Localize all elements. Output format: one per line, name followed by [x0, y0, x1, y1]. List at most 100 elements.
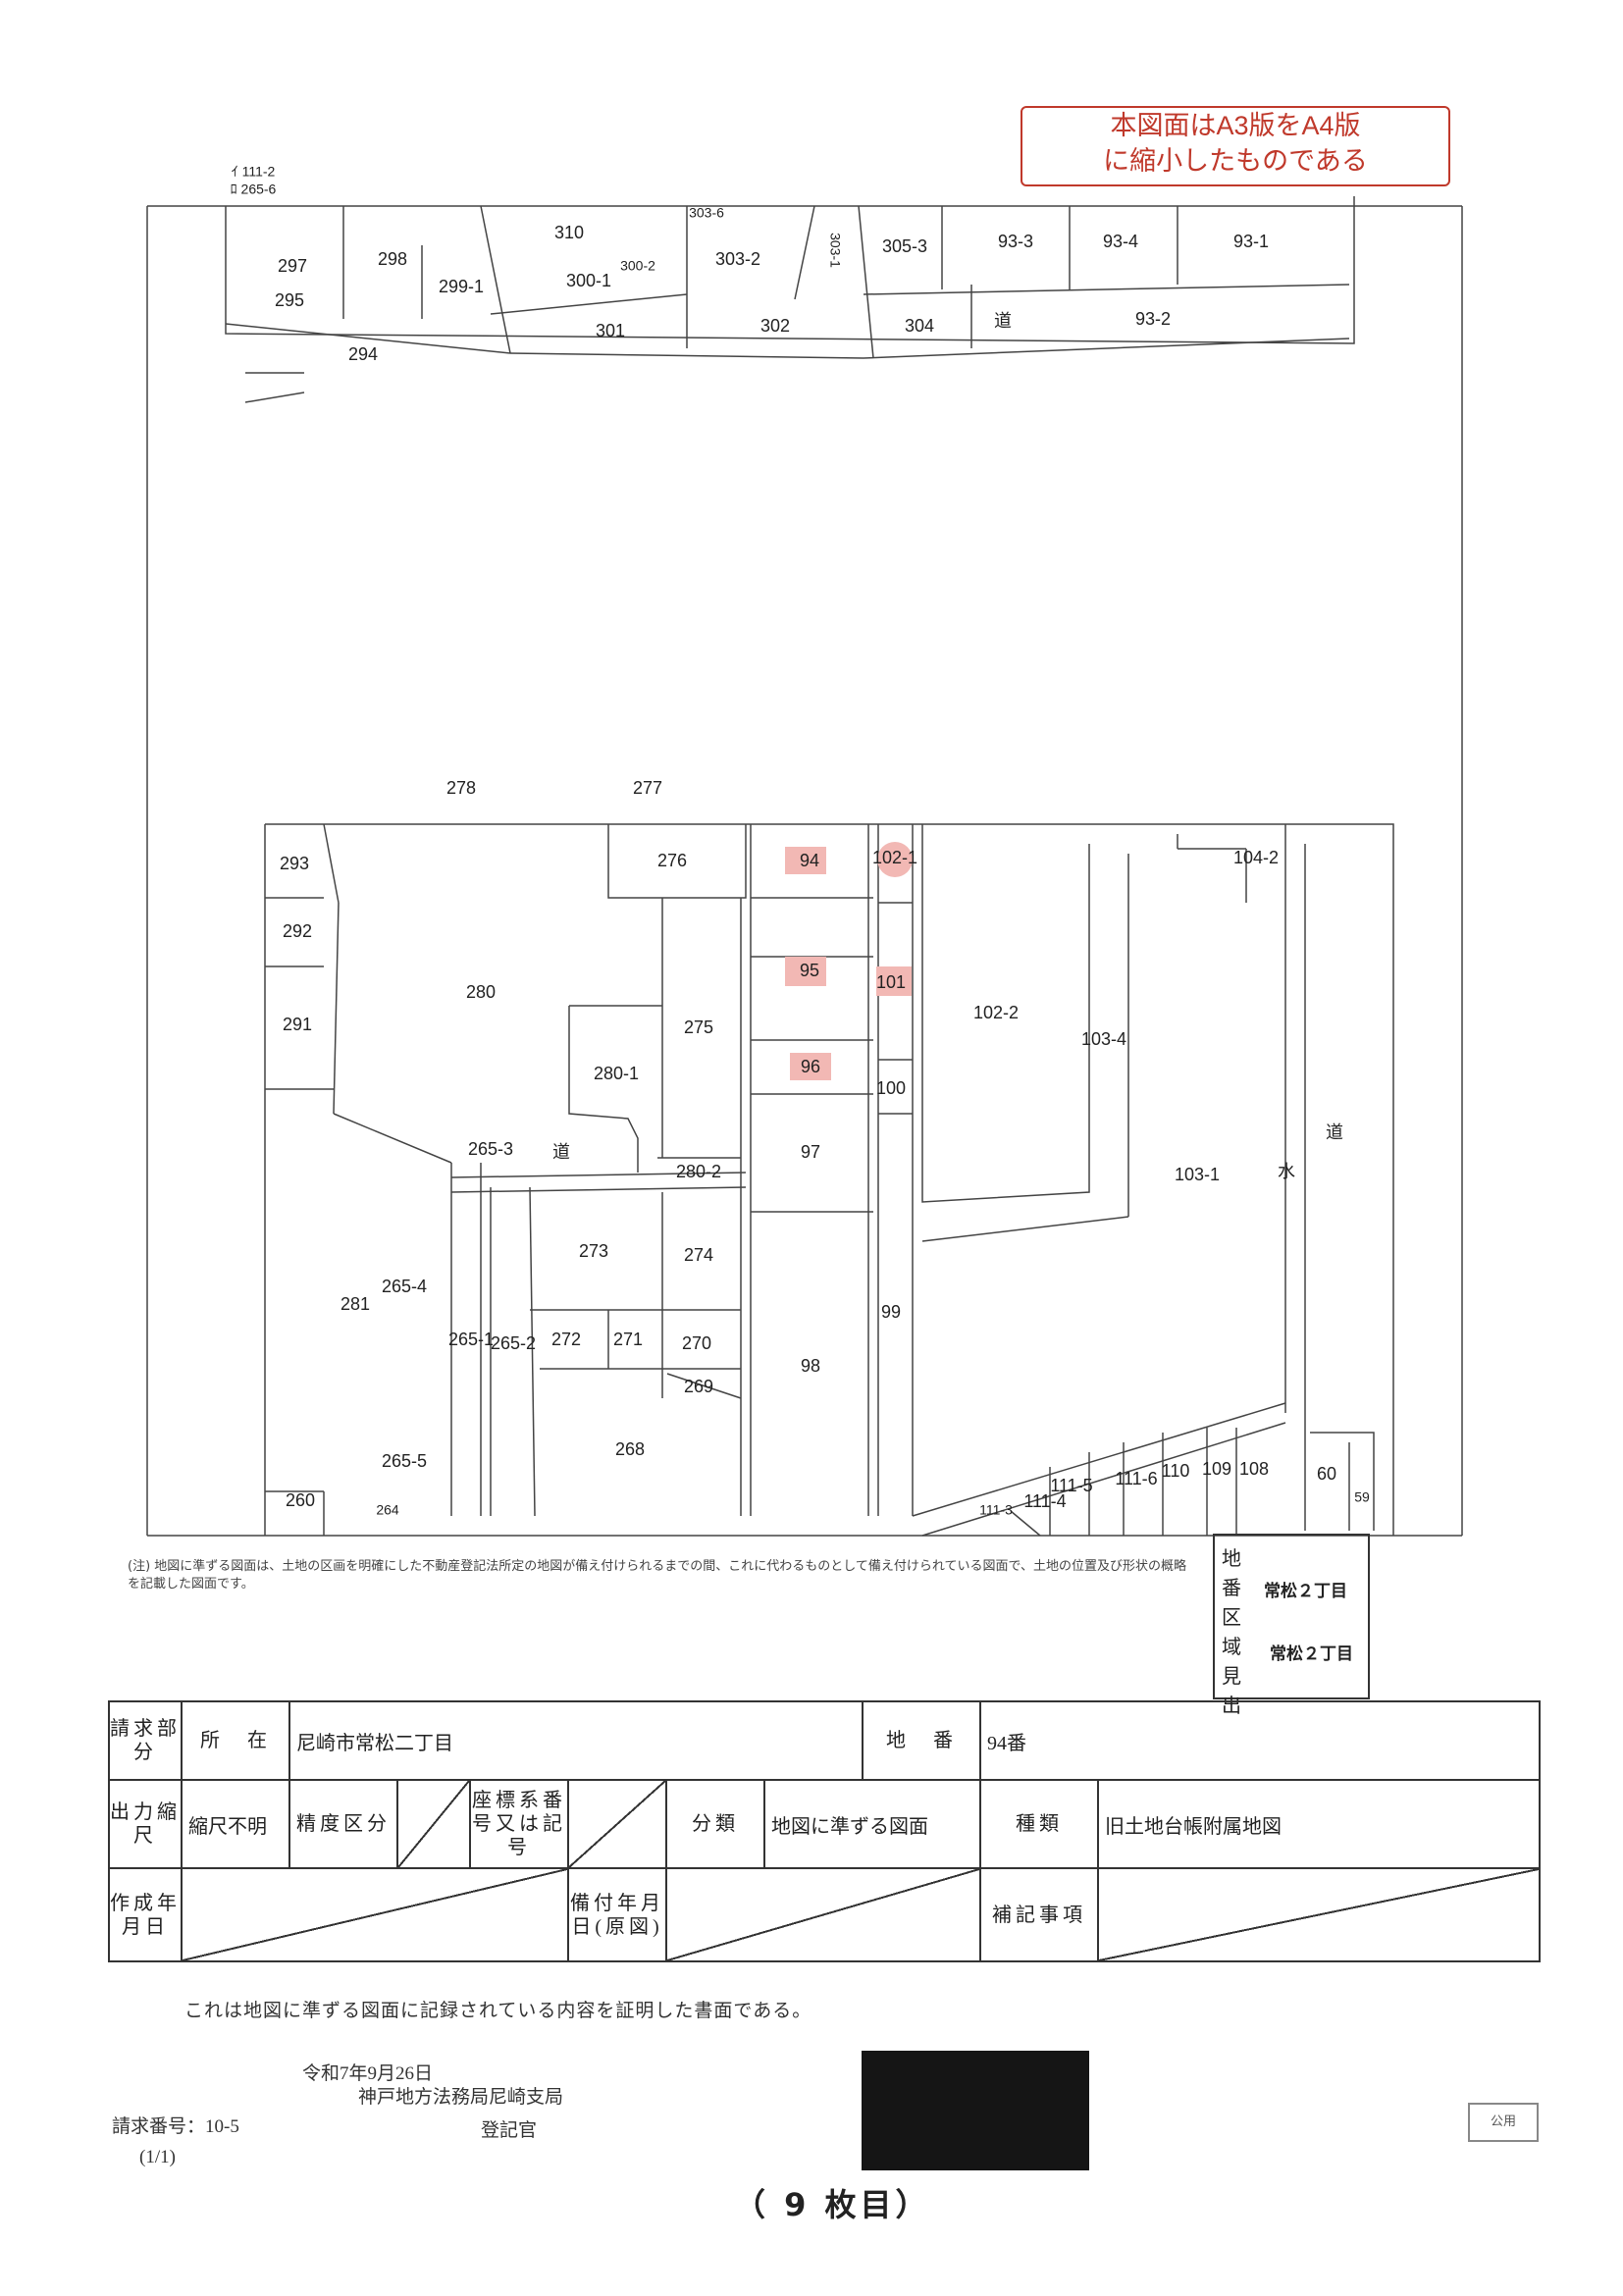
top-label: 278 [446, 778, 476, 798]
scale-value: 縮尺不明 [181, 1779, 290, 1869]
map-note: (注) 地図に準ずる図面は、土地の区画を明確にした不動産登記法所定の地図が備え付… [128, 1559, 1186, 1592]
parcel-label: 276 [657, 851, 687, 870]
main-block-outline [265, 823, 1394, 1536]
lot-label: 地 番 [862, 1700, 981, 1781]
side-note-2: ﾛ 265-6 [231, 182, 277, 197]
road-label: 道 [1326, 1122, 1343, 1142]
parcel-label: 265-2 [491, 1333, 536, 1353]
parcel-label: 98 [801, 1356, 820, 1376]
road-label: 道 [552, 1142, 570, 1162]
parcel-label: 303-6 [689, 205, 724, 221]
parcel-label: 298 [378, 249, 407, 269]
parcel-label: 99 [881, 1302, 901, 1322]
parcel-label: 272 [551, 1330, 581, 1349]
official-use-stamp: 公用 [1468, 2103, 1539, 2142]
parcel-label: 294 [348, 344, 378, 364]
parcel-label: 93-3 [998, 232, 1033, 251]
water-label: 水 [1278, 1162, 1295, 1181]
class-label: 分類 [665, 1779, 765, 1869]
parcel-label: 108 [1239, 1459, 1269, 1479]
reduction-notice: 本図面はA3版をA4版 に縮小したものである [1021, 106, 1450, 186]
parcel-label: 264 [376, 1502, 399, 1518]
parcel-label: 102-1 [872, 848, 917, 867]
parcel-map-svg: ｲ 111-2 ﾛ 265-6 297 298 299-1 295 294 31… [146, 164, 1463, 1537]
parcel-label: 101 [876, 972, 906, 992]
created-blank [181, 1867, 569, 1962]
remarks-blank [1097, 1867, 1541, 1962]
parcel-label: 93-1 [1233, 232, 1269, 251]
highlight-96 [790, 1053, 831, 1080]
highlight-102-1 [877, 842, 913, 877]
remarks-label: 補記事項 [979, 1867, 1099, 1962]
parcel-label: 60 [1317, 1464, 1336, 1484]
certificate-form: 請求部分 所 在 尼崎市常松二丁目 地 番 94番 出力縮尺 縮尺不明 精度区分… [108, 1700, 1541, 1962]
parcel-label: 102-2 [973, 1003, 1019, 1022]
parcel-label: 274 [684, 1245, 713, 1265]
parcel-label: 269 [684, 1377, 713, 1396]
req-label: 請求部分 [108, 1700, 183, 1781]
redacted-seal [862, 2051, 1089, 2170]
parcel-label: 265-5 [382, 1451, 427, 1471]
parcel-label: 300-2 [620, 258, 655, 274]
parcel-label: 300-1 [566, 271, 611, 290]
parcel-map: ｲ 111-2 ﾛ 265-6 297 298 299-1 295 294 31… [146, 164, 1463, 1537]
type-value: 旧土地台帳附属地図 [1097, 1779, 1541, 1869]
filed-blank [665, 1867, 981, 1962]
coord-label: 座標系番号又は記号 [469, 1779, 569, 1869]
parcel-label: 299-1 [439, 277, 484, 296]
area-legend: 地番区域見出 常松２丁目 常松２丁目 [1213, 1534, 1370, 1717]
parcel-label: 96 [801, 1057, 820, 1076]
registrar-label: 登記官 [481, 2120, 538, 2141]
certification-text: これは地図に準ずる図面に記録されている内容を証明した書面である。 [184, 2000, 812, 2021]
parcel-label: 292 [283, 921, 312, 941]
parcel-label: 301 [596, 321, 625, 340]
coord-blank [567, 1779, 667, 1869]
parcel-label: 302 [760, 316, 790, 336]
parcel-label: 97 [801, 1142, 820, 1162]
scale-label: 出力縮尺 [108, 1779, 183, 1869]
parcel-label: 270 [682, 1333, 711, 1353]
issuing-office: 神戸地方法務局尼崎支局 [358, 2087, 564, 2108]
precision-label: 精度区分 [288, 1779, 398, 1869]
parcel-label: 303-2 [715, 249, 760, 269]
parcel-label: 93-4 [1103, 232, 1138, 251]
page-fraction: (1/1) [139, 2147, 176, 2167]
highlight-101 [876, 966, 912, 996]
precision-blank [396, 1779, 471, 1869]
side-note-1: ｲ 111-2 [232, 164, 276, 180]
location-value: 尼崎市常松二丁目 [288, 1700, 864, 1781]
parcel-label: 265-3 [468, 1139, 513, 1159]
top-label: 277 [633, 778, 662, 798]
issue-date: 令和7年9月26日 [302, 2063, 434, 2084]
location-label: 所 在 [181, 1700, 290, 1781]
form-table: 請求部分 所 在 尼崎市常松二丁目 地 番 94番 出力縮尺 縮尺不明 精度区分… [108, 1700, 1541, 1962]
legend-title: 地番区域見出 [1222, 1546, 1241, 1717]
highlight-95 [785, 957, 826, 986]
parcel-label: 297 [278, 256, 307, 276]
parcel-label: 281 [340, 1294, 370, 1314]
parcel-label: 100 [876, 1078, 906, 1098]
parcel-label: 271 [613, 1330, 643, 1349]
class-value: 地図に準ずる図面 [763, 1779, 981, 1869]
parcel-label: 310 [554, 223, 584, 242]
parcel-label: 103-4 [1081, 1029, 1126, 1049]
filed-label: 備付年月日(原図) [567, 1867, 667, 1962]
parcel-label: 295 [275, 290, 304, 310]
parcel-label: 268 [615, 1439, 645, 1459]
sheet-number: （ 9 枚目） [734, 2186, 931, 2223]
parcel-label: 280 [466, 982, 496, 1002]
notice-line-2: に縮小したものである [1103, 146, 1368, 176]
parcel-label: 94 [800, 851, 819, 870]
parcel-label: 273 [579, 1241, 608, 1261]
parcel-label: 111-5 [1050, 1476, 1092, 1495]
notice-line-1: 本図面はA3版をA4版 [1110, 111, 1361, 140]
parcel-label: 280-2 [676, 1162, 721, 1181]
parcel-label: 265-4 [382, 1277, 427, 1296]
parcel-label: 303-1 [827, 233, 843, 268]
parcel-label: 95 [800, 961, 819, 980]
parcel-label: 110 [1162, 1461, 1190, 1481]
parcel-label: 111-3 [979, 1502, 1013, 1518]
road-label: 道 [994, 311, 1012, 331]
highlighted-parcels [785, 842, 913, 1080]
parcel-label: 109 [1202, 1459, 1231, 1479]
